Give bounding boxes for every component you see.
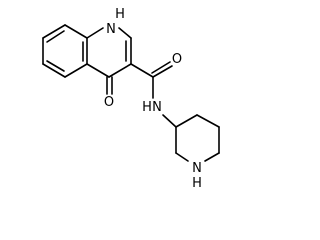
bond	[130, 63, 154, 78]
bond	[151, 61, 171, 74]
bond-inner	[46, 30, 65, 43]
keto-oxygen-label: O	[104, 95, 114, 110]
benzene-ring	[42, 24, 88, 78]
ring-nh-label: H	[115, 7, 125, 22]
bond	[42, 24, 66, 39]
bond-inner	[46, 60, 65, 72]
bond	[64, 24, 88, 39]
chemical-structure-diagram: H N O O H N N H	[42, 7, 220, 191]
bond	[42, 63, 66, 78]
bond	[204, 152, 220, 162]
keto-group	[106, 76, 113, 95]
bond	[108, 63, 132, 78]
bond	[175, 114, 198, 128]
amide-oxygen-label: O	[172, 52, 182, 67]
bond	[64, 63, 88, 78]
bond	[86, 27, 104, 39]
amide-n-label: N	[152, 100, 162, 115]
bond	[196, 114, 220, 128]
bond	[175, 152, 189, 162]
pyridinone-ring	[86, 27, 132, 78]
piperidine-h-label: H	[192, 176, 202, 191]
atom-label-amide-nh: H N	[142, 100, 162, 115]
amide-group	[130, 61, 177, 128]
ring-n-label: N	[106, 22, 116, 37]
bond	[118, 27, 132, 39]
bond	[152, 65, 173, 78]
piperidine-n-label: N	[192, 161, 202, 176]
bond	[86, 63, 110, 78]
bond	[162, 114, 177, 128]
amide-h-label: H	[142, 100, 152, 115]
piperidine-ring	[175, 114, 220, 162]
atom-label-piperidine-nh: N H	[192, 161, 202, 191]
atom-label-ring-nh: H N	[106, 7, 125, 37]
